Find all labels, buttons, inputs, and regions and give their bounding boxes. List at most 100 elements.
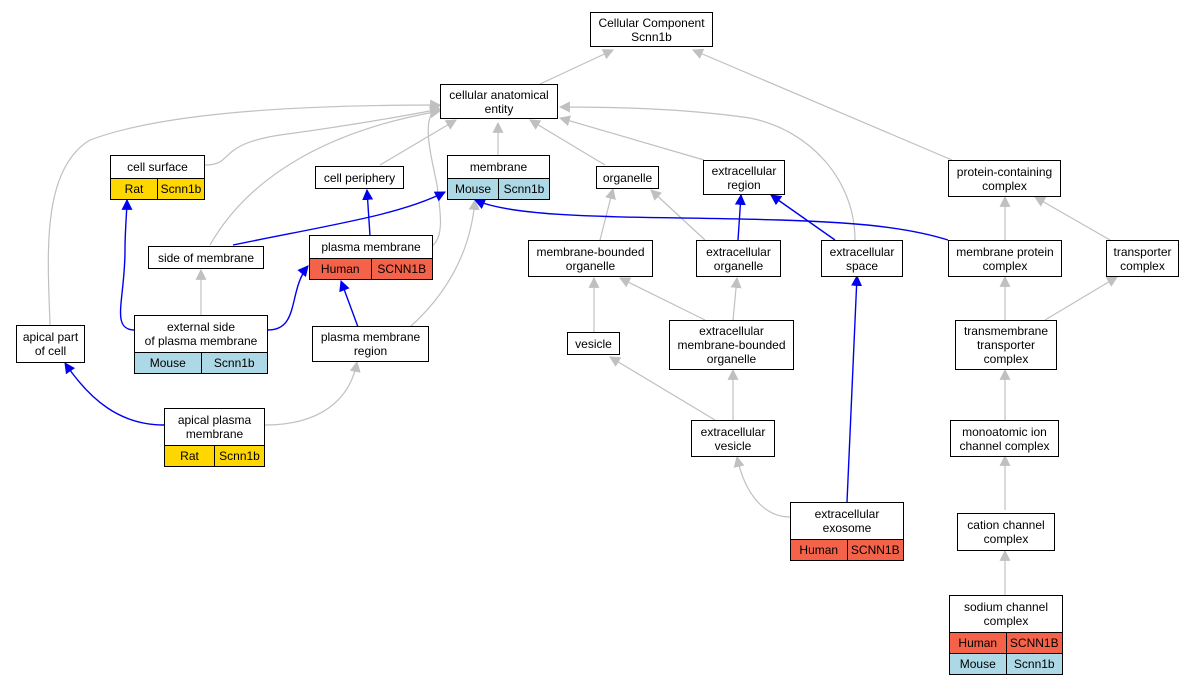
node-extracellular-organelle[interactable]: extracellular organelle	[696, 240, 781, 277]
edge-cp-to-cae	[379, 119, 457, 166]
node-label: extracellular space	[829, 244, 895, 273]
node-extracellular-vesicle[interactable]: extracellular vesicle	[691, 420, 775, 457]
edge-pmr-to-mem	[409, 198, 480, 328]
node-organelle[interactable]: organelle	[596, 166, 659, 189]
edge-pcc-to-cc	[691, 48, 953, 161]
edge-exo-to-es-blue	[846, 274, 863, 503]
species-badge: Mouse	[135, 352, 201, 373]
node-label: transporter complex	[1113, 244, 1172, 273]
node-label: cell periphery	[323, 170, 396, 185]
node-cell-periphery[interactable]: cell periphery	[315, 166, 404, 189]
edge-pm-to-cp	[427, 104, 442, 247]
node-protein-containing-complex[interactable]: protein-containing complex	[948, 160, 1061, 197]
node-label: extracellular exosome	[814, 507, 880, 535]
gene-badge: Scnn1b	[1005, 653, 1062, 674]
node-label: membrane-bounded organelle	[536, 244, 645, 273]
node-label: extracellular membrane-bounded organelle	[677, 324, 786, 366]
edge-mpc-to-mem-blue	[473, 198, 949, 241]
edge-eo-to-org	[650, 189, 706, 241]
node-extracellular-space[interactable]: extracellular space	[821, 240, 903, 277]
edge-som-to-cae	[209, 107, 442, 246]
node-extracellular-region[interactable]: extracellular region	[703, 160, 785, 195]
node-label: cellular anatomical entity	[449, 87, 549, 116]
node-monoatomic-ion-channel-complex[interactable]: monoatomic ion channel complex	[950, 420, 1059, 457]
node-label: extracellular region	[711, 163, 777, 192]
edge-apm-to-apc-blue	[64, 362, 165, 426]
edge-embo-to-mbo	[619, 277, 706, 321]
node-label: cell surface	[127, 160, 188, 174]
gene-badge: Scnn1b	[498, 178, 549, 199]
node-plasma-membrane-region[interactable]: plasma membrane region	[312, 326, 429, 362]
node-transmembrane-transporter-complex[interactable]: transmembrane transporter complex	[955, 320, 1057, 370]
edge-mbo-to-org	[599, 187, 616, 241]
edge-exo-to-ev	[733, 455, 791, 518]
species-badge: Human	[950, 632, 1006, 653]
edge-cae-to-cc	[539, 49, 614, 85]
node-label: cation channel complex	[967, 518, 1045, 546]
node-extracellular-membrane-bounded-organelle[interactable]: extracellular membrane-bounded organelle	[669, 320, 794, 370]
node-cation-channel-complex[interactable]: cation channel complex	[957, 513, 1055, 551]
node-label: organelle	[602, 170, 653, 185]
node-label: Cellular Component Scnn1b	[598, 15, 705, 44]
edge-som-to-mem-blue	[232, 191, 446, 246]
edge-org-to-cae	[529, 119, 606, 166]
node-transporter-complex[interactable]: transporter complex	[1106, 240, 1179, 277]
node-label: protein-containing complex	[956, 164, 1053, 193]
edge-apm-to-pmr	[264, 360, 361, 426]
edge-er-to-cae	[558, 115, 705, 161]
node-label: transmembrane transporter complex	[963, 324, 1049, 366]
species-badge: Human	[791, 539, 847, 560]
node-label: external side of plasma membrane	[144, 320, 258, 348]
node-label: sodium channel complex	[963, 600, 1049, 628]
node-vesicle[interactable]: vesicle	[567, 332, 620, 355]
node-label: plasma membrane region	[320, 330, 421, 358]
node-label: vesicle	[575, 336, 612, 351]
edge-es-to-cae	[558, 101, 856, 241]
edge-apc-to-cae	[47, 99, 442, 326]
gene-badge: Scnn1b	[214, 445, 264, 466]
species-badge: Mouse	[448, 178, 498, 199]
gene-badge: SCNN1B	[370, 258, 432, 279]
node-label: extracellular vesicle	[700, 424, 766, 453]
node-label: apical plasma membrane	[177, 413, 252, 441]
edge-ev-to-ves	[609, 356, 716, 421]
node-side-of-membrane[interactable]: side of membrane	[148, 246, 264, 269]
node-label: monoatomic ion channel complex	[959, 424, 1050, 453]
edge-esp-to-cs-blue	[119, 198, 136, 331]
species-badge: Rat	[111, 178, 157, 199]
edge-tc-to-pcc	[1034, 196, 1111, 241]
edge-embo-to-eo	[730, 276, 742, 321]
node-label: membrane protein complex	[956, 244, 1054, 273]
node-cellular-component[interactable]: Cellular Component Scnn1b	[590, 12, 713, 47]
node-label: plasma membrane	[321, 240, 421, 254]
node-label: side of membrane	[157, 250, 255, 265]
gene-badge: SCNN1B	[846, 539, 903, 560]
node-label: membrane	[469, 160, 528, 174]
node-apical-part-of-cell[interactable]: apical part of cell	[16, 325, 85, 363]
edge-cs-to-cae	[204, 105, 442, 166]
gene-badge: Scnn1b	[200, 352, 267, 373]
node-cellular-anatomical-entity[interactable]: cellular anatomical entity	[440, 84, 558, 119]
node-label: extracellular organelle	[706, 244, 771, 273]
gene-badge: Scnn1b	[157, 178, 204, 199]
species-badge: Human	[310, 258, 371, 279]
node-membrane-bounded-organelle[interactable]: membrane-bounded organelle	[528, 240, 653, 277]
node-membrane-protein-complex[interactable]: membrane protein complex	[948, 240, 1062, 277]
edge-eo-to-er-blue	[734, 193, 746, 241]
